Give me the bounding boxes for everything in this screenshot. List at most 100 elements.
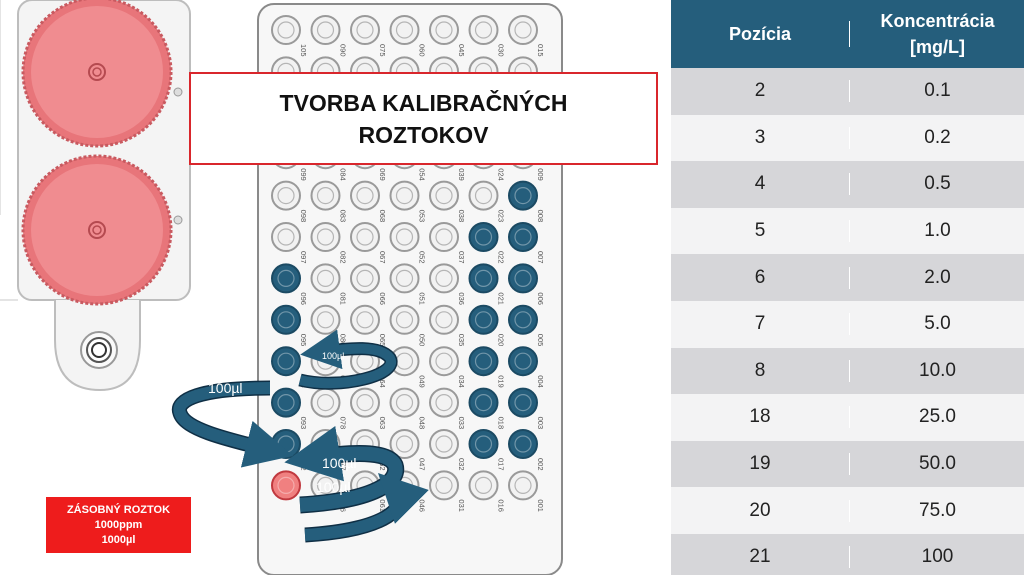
vial-053: 053	[389, 180, 427, 223]
svg-text:097: 097	[299, 251, 308, 264]
vial-083: 083	[310, 180, 348, 223]
vial-006: 006	[508, 263, 545, 305]
cell-concentration: 0.1	[924, 80, 951, 102]
svg-text:038: 038	[457, 210, 466, 223]
cell-concentration: 0.5	[924, 173, 951, 195]
svg-text:047: 047	[418, 458, 427, 471]
vial-022: 022	[468, 222, 506, 264]
svg-text:005: 005	[536, 334, 545, 347]
stock-label-line-1: ZÁSOBNÝ ROZTOK	[66, 503, 171, 516]
svg-text:039: 039	[457, 168, 466, 181]
svg-text:105: 105	[299, 44, 308, 57]
injection-port	[80, 331, 118, 369]
svg-text:099: 099	[299, 168, 308, 181]
svg-text:033: 033	[457, 417, 466, 430]
vial-033: 033	[429, 387, 466, 430]
title-box: TVORBA KALIBRAČNÝCH ROZTOKOV	[189, 72, 658, 165]
reservoir-disc-bottom	[21, 154, 183, 306]
header-position: Pozícia	[671, 21, 850, 47]
cell-position: 6	[671, 266, 850, 289]
vial-067: 067	[350, 222, 387, 264]
svg-text:069: 069	[378, 168, 387, 181]
header-concentration-line-2: [mg/L]	[910, 37, 965, 57]
header-concentration-line-1: Koncentrácia	[880, 11, 995, 31]
svg-text:022: 022	[497, 251, 506, 264]
vial-005: 005	[508, 304, 545, 347]
title-line-1: TVORBA KALIBRAČNÝCH	[279, 89, 568, 116]
svg-text:036: 036	[457, 292, 466, 305]
vial-081: 081	[310, 263, 348, 305]
svg-text:054: 054	[418, 168, 427, 181]
svg-text:065: 065	[378, 334, 387, 347]
vial-037: 037	[429, 222, 466, 264]
svg-text:053: 053	[418, 210, 427, 223]
svg-text:008: 008	[536, 210, 545, 223]
cell-position: 7	[671, 313, 850, 336]
svg-text:007: 007	[536, 251, 545, 264]
cell-position: 5	[671, 220, 850, 243]
cell-position: 18	[671, 406, 850, 429]
svg-text:093: 093	[299, 417, 308, 430]
arrow-label-2: 100µl	[208, 380, 243, 396]
svg-text:046: 046	[418, 499, 427, 512]
vial-051: 051	[389, 263, 427, 305]
svg-text:048: 048	[418, 417, 427, 430]
cell-concentration: 2.0	[924, 266, 951, 288]
vial-008: 008	[508, 180, 545, 223]
vial-019: 019	[468, 346, 506, 388]
svg-text:035: 035	[457, 334, 466, 347]
cell-position: 4	[671, 173, 850, 196]
svg-text:084: 084	[339, 168, 348, 181]
svg-text:037: 037	[457, 251, 466, 264]
cell-concentration: 10.0	[919, 359, 956, 381]
vial-038: 038	[429, 180, 466, 223]
cell-concentration: 75.0	[919, 499, 956, 521]
svg-text:066: 066	[378, 292, 387, 305]
vial-080: 080	[310, 304, 348, 346]
title-line-2: ROZTOKOV	[358, 121, 489, 148]
stock-solution-label: ZÁSOBNÝ ROZTOK 1000ppm 1000µl	[46, 497, 191, 553]
vial-004: 004	[508, 346, 545, 388]
svg-text:083: 083	[339, 210, 348, 223]
vial-001: 001	[508, 470, 545, 512]
cell-concentration: 100	[921, 546, 954, 568]
svg-text:051: 051	[418, 292, 427, 305]
vial-068: 068	[350, 180, 387, 223]
svg-text:020: 020	[497, 334, 506, 347]
vial-060: 060	[389, 15, 427, 57]
vial-045: 045	[429, 15, 466, 57]
svg-text:078: 078	[339, 417, 348, 430]
vial-002: 002	[508, 429, 545, 471]
arrow-092-093	[284, 425, 403, 512]
svg-text:081: 081	[339, 292, 348, 305]
stock-label-line-2: 1000ppm	[94, 518, 143, 531]
svg-text:068: 068	[378, 210, 387, 223]
svg-text:003: 003	[536, 417, 545, 430]
arrow-label-3: 100µl	[222, 412, 244, 422]
vial-020: 020	[468, 304, 506, 347]
svg-text:015: 015	[536, 44, 545, 57]
svg-text:049: 049	[418, 375, 427, 388]
svg-text:075: 075	[378, 44, 387, 57]
svg-text:064: 064	[378, 375, 387, 388]
vial-052: 052	[389, 222, 427, 264]
vial-016: 016	[468, 470, 506, 512]
arrow-label-4: 100µl	[322, 455, 357, 471]
svg-text:090: 090	[339, 44, 348, 57]
vial-032: 032	[429, 429, 466, 471]
stock-label-line-3: 1000µl	[101, 533, 136, 546]
svg-text:032: 032	[457, 458, 466, 471]
svg-text:060: 060	[418, 44, 427, 57]
svg-text:009: 009	[536, 168, 545, 181]
vial-048: 048	[389, 387, 427, 430]
svg-text:031: 031	[457, 499, 466, 512]
vial-050: 050	[389, 304, 427, 346]
